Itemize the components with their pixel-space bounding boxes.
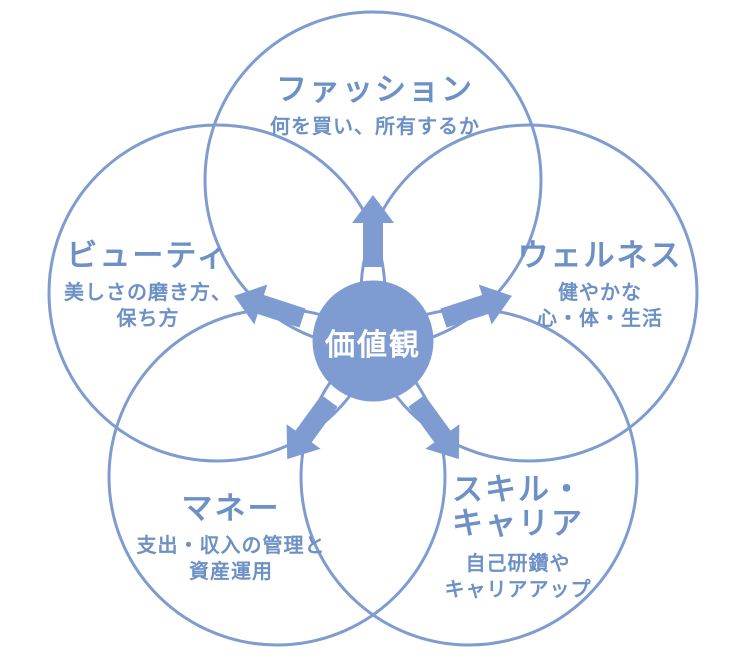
arrow-upper-right-icon	[440, 284, 512, 328]
arrow-lower-right-icon	[408, 395, 460, 460]
petal-fashion-desc-line: 何を買い、所有するか	[270, 116, 480, 138]
petal-skill-career: スキル・ キャリア 自己研鑽や キャリアアップ	[388, 473, 648, 603]
petal-money-desc-line: 資産運用	[189, 561, 273, 583]
center-and-arrows	[234, 195, 512, 460]
petal-wellness-label: ウェルネス	[517, 238, 683, 273]
petal-beauty-desc: 美しさの磨き方、 保ち方	[18, 280, 278, 332]
arrow-up-icon	[352, 195, 394, 267]
arrow-lower-left-icon	[286, 395, 338, 460]
petal-skill-career-label: スキル・ キャリア	[388, 473, 648, 541]
petal-beauty-desc-line: 美しさの磨き方、	[64, 282, 232, 304]
petal-money: マネー 支出・収入の管理と 資産運用	[81, 490, 381, 585]
petal-money-label: マネー	[181, 491, 281, 526]
petal-skill-career-label-line: キャリア	[452, 506, 584, 541]
petal-skill-career-desc-line: キャリアアップ	[444, 579, 592, 601]
petal-beauty: ビューティ 美しさの磨き方、 保ち方	[18, 237, 278, 332]
petal-skill-career-desc-line: 自己研鑽や	[465, 553, 571, 575]
center-label: 価値観	[325, 329, 421, 362]
petal-beauty-desc-line: 保ち方	[116, 308, 180, 330]
petal-skill-career-desc: 自己研鑽や キャリアアップ	[388, 551, 648, 603]
petal-skill-career-label-line: スキル・	[452, 472, 584, 507]
arrow-upper-left-icon	[234, 284, 306, 328]
petal-wellness: ウェルネス 健やかな 心・体・生活	[470, 237, 730, 332]
petal-wellness-desc-line: 心・体・生活	[537, 308, 663, 330]
petal-fashion: ファッション 何を買い、所有するか	[175, 71, 575, 140]
petal-fashion-desc: 何を買い、所有するか	[175, 114, 575, 140]
petal-beauty-label: ビューティ	[66, 238, 230, 273]
petal-money-desc-line: 支出・収入の管理と	[136, 535, 326, 557]
petal-wellness-desc-line: 健やかな	[558, 282, 642, 304]
petal-money-desc: 支出・収入の管理と 資産運用	[81, 533, 381, 585]
petal-fashion-label: ファッション	[276, 72, 474, 107]
petal-wellness-desc: 健やかな 心・体・生活	[470, 280, 730, 332]
center-circle	[312, 280, 434, 402]
